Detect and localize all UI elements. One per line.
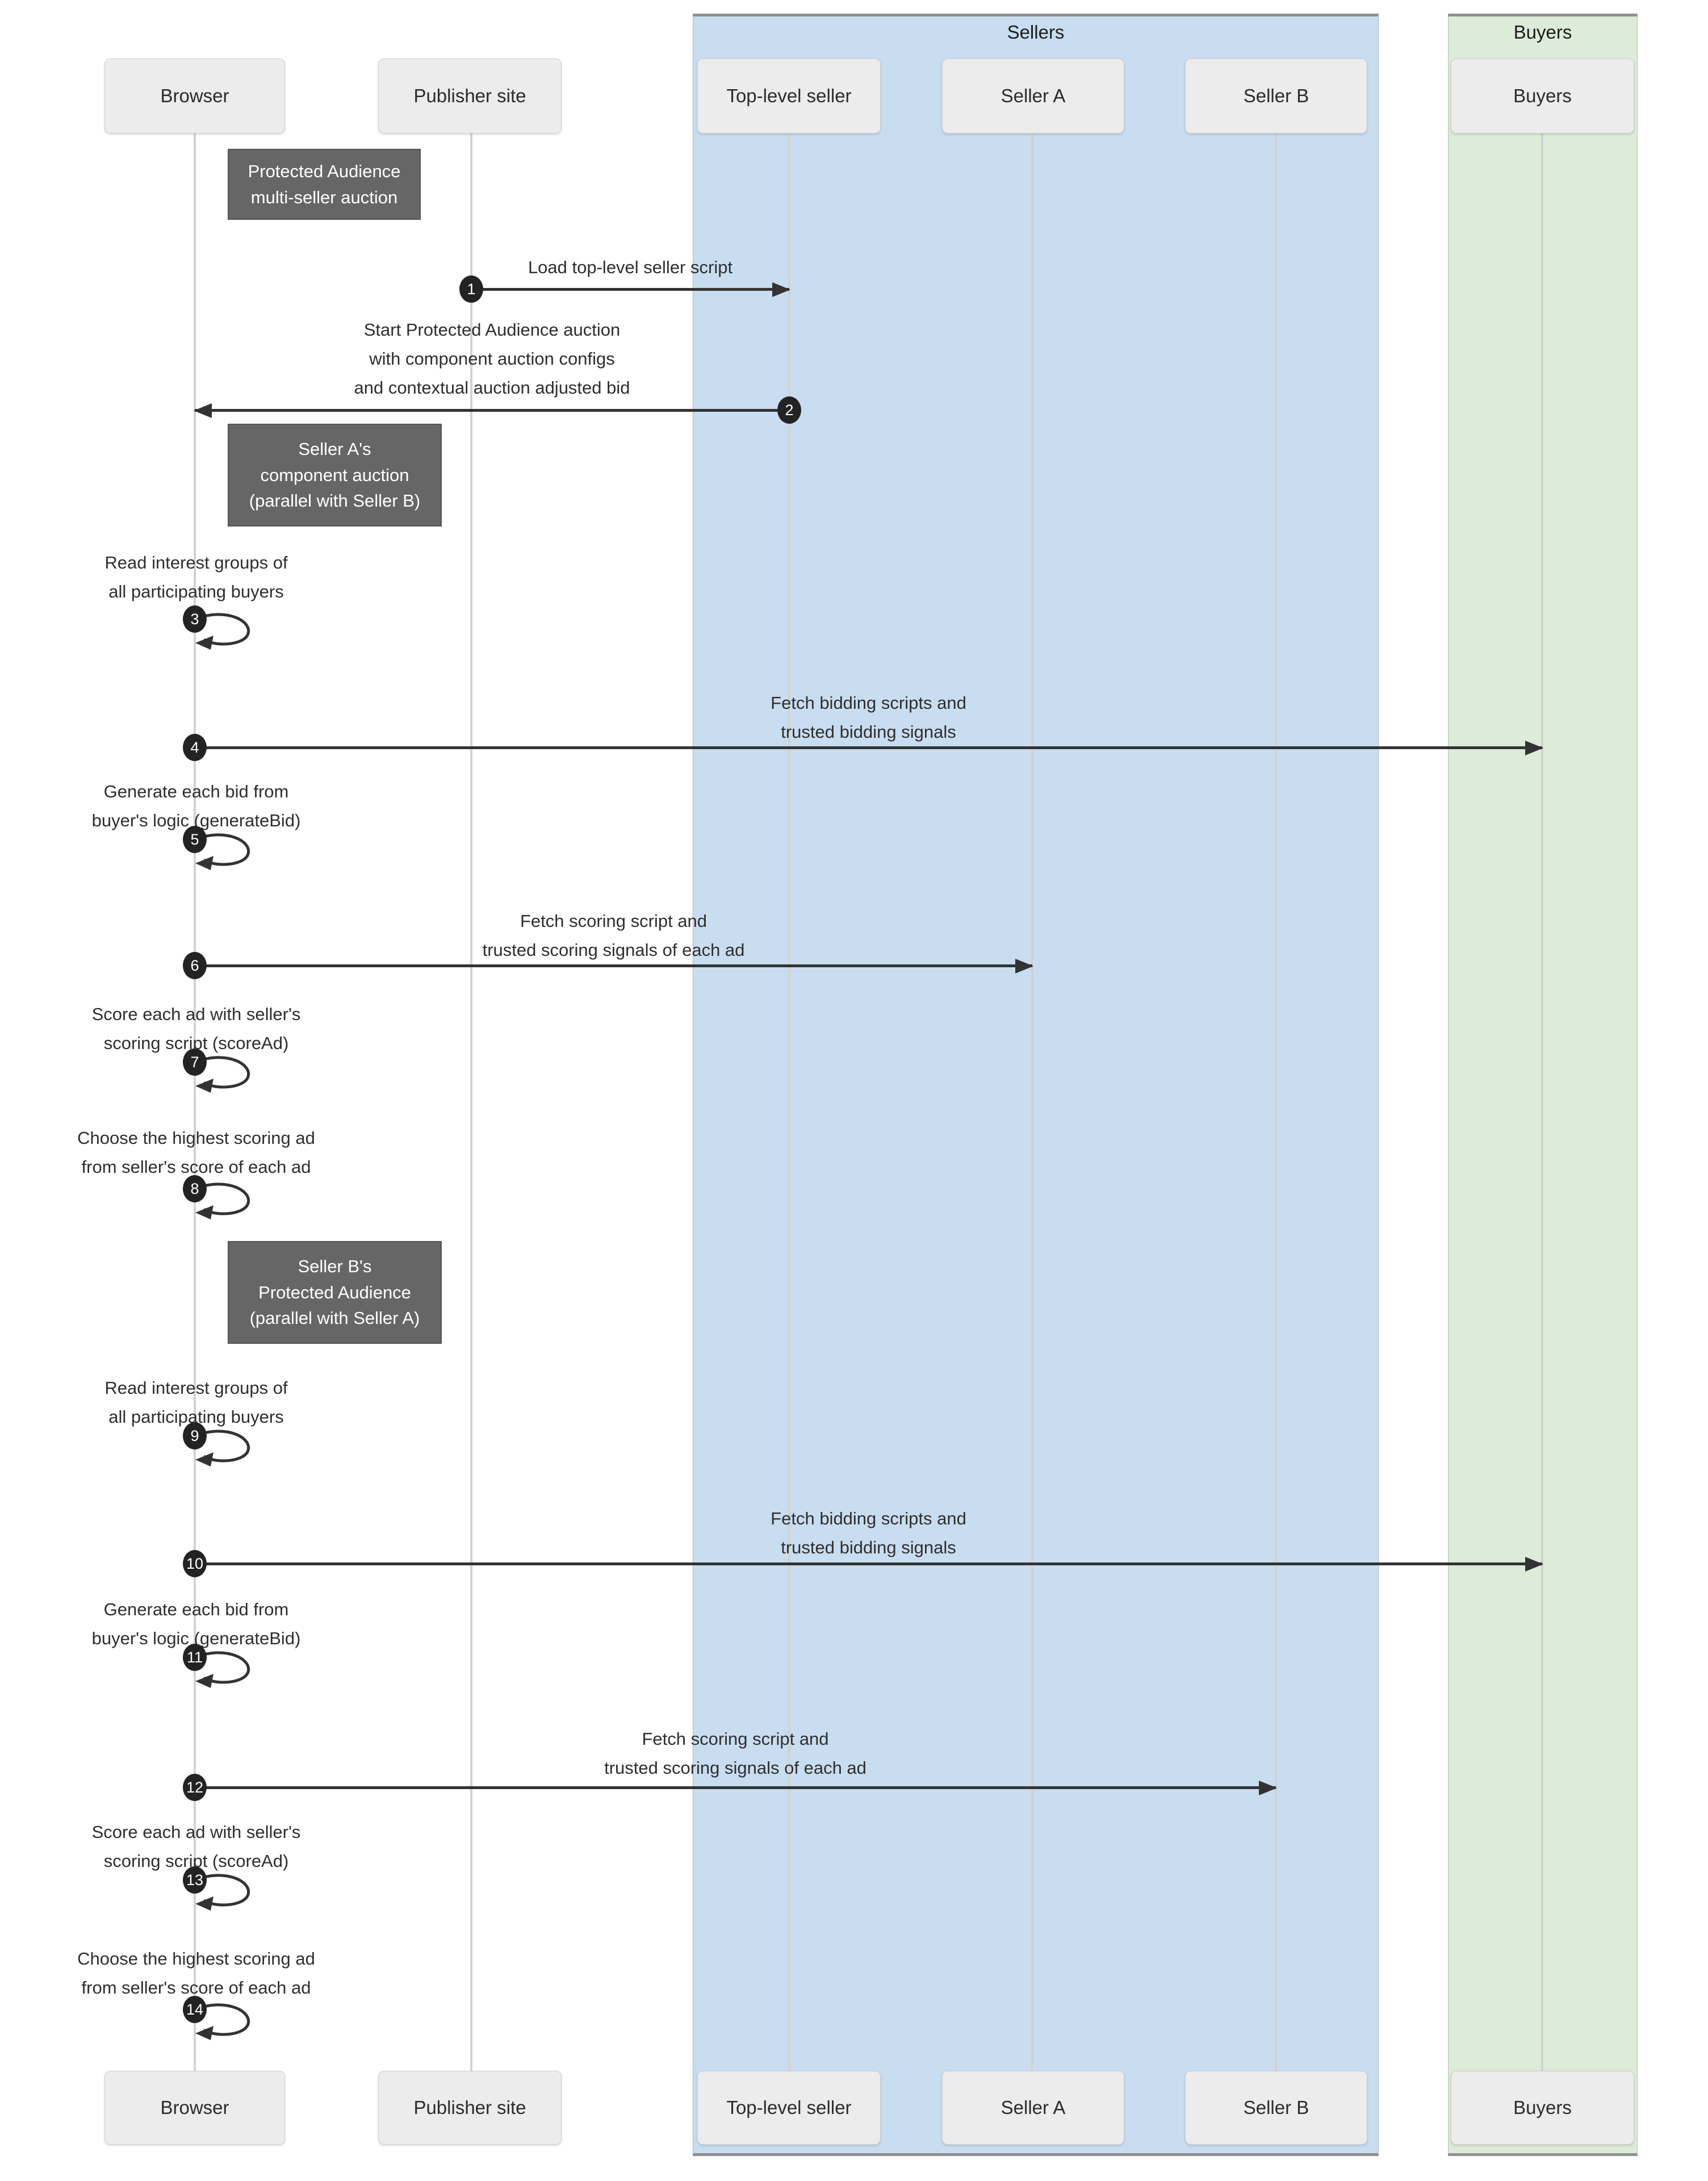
self-loop-9: [195, 1430, 250, 1466]
actor-top-level-seller-bottom: Top-level seller: [697, 2071, 881, 2145]
self-loop-7: [195, 1056, 250, 1093]
message-label-2: Start Protected Audience auction with co…: [354, 320, 630, 398]
message-number-14: 14: [183, 1996, 207, 2023]
actor-seller-b-bottom: Seller B: [1185, 2071, 1367, 2145]
actor-browser-bottom: Browser: [104, 2071, 285, 2145]
lifeline-top-level-seller: [788, 133, 790, 2071]
message-number-10: 10: [183, 1550, 207, 1577]
message-number-8: 8: [183, 1175, 207, 1202]
message-arrow-10: [195, 1562, 1542, 1565]
sellers-group-region: [693, 14, 1379, 2156]
message-label-6: Fetch scoring script and trusted scoring…: [482, 911, 745, 960]
self-loop-5: [195, 833, 250, 870]
note-seller-a-component-auction: Seller A's component auction (parallel w…: [228, 424, 442, 527]
message-label-11: Generate each bid from buyer's logic (ge…: [91, 1599, 301, 1649]
message-arrow-2: [195, 409, 789, 412]
message-arrow-6: [195, 964, 1032, 967]
sellers-group-label: Sellers: [1007, 22, 1065, 43]
message-number-12: 12: [183, 1774, 207, 1801]
actor-publisher-site-top: Publisher site: [378, 59, 562, 133]
self-loop-8: [195, 1183, 250, 1219]
lifeline-seller-b: [1275, 133, 1277, 2071]
actor-seller-a-bottom: Seller A: [942, 2071, 1124, 2145]
actor-browser-top: Browser: [104, 59, 285, 133]
message-number-6: 6: [183, 952, 207, 979]
message-label-3: Read interest groups of all participatin…: [104, 553, 288, 602]
message-label-12: Fetch scoring script and trusted scoring…: [604, 1729, 866, 1778]
note-seller-b-protected-audience: Seller B's Protected Audience (parallel …: [228, 1241, 442, 1344]
message-number-9: 9: [183, 1422, 207, 1449]
lifeline-seller-a: [1031, 133, 1033, 2071]
message-label-9: Read interest groups of all participatin…: [104, 1378, 288, 1427]
message-arrow-4: [195, 746, 1542, 749]
lifeline-buyers: [1541, 133, 1543, 2071]
message-number-11: 11: [183, 1644, 207, 1671]
message-number-5: 5: [183, 826, 207, 853]
self-loop-11: [195, 1651, 250, 1688]
message-label-8: Choose the highest scoring ad from selle…: [77, 1128, 315, 1177]
message-arrow-1: [471, 288, 789, 291]
self-loop-3: [195, 613, 250, 650]
message-label-1: Load top-level seller script: [528, 257, 733, 277]
message-number-13: 13: [183, 1866, 207, 1894]
message-arrow-12: [195, 1786, 1276, 1789]
actor-seller-b-top: Seller B: [1185, 59, 1367, 133]
actor-buyers-bottom: Buyers: [1451, 2071, 1634, 2145]
actor-seller-a-top: Seller A: [942, 59, 1124, 133]
message-number-7: 7: [183, 1048, 207, 1076]
message-label-5: Generate each bid from buyer's logic (ge…: [91, 782, 301, 831]
message-number-4: 4: [183, 734, 207, 761]
self-loop-13: [195, 1874, 250, 1911]
message-number-3: 3: [183, 605, 207, 633]
actor-buyers-top: Buyers: [1451, 59, 1634, 133]
note-multi-seller-auction: Protected Audience multi-seller auction: [228, 149, 421, 220]
message-number-1: 1: [459, 275, 483, 303]
actor-publisher-site-bottom: Publisher site: [378, 2071, 562, 2145]
actor-top-level-seller-top: Top-level seller: [697, 59, 881, 133]
self-loop-14: [195, 2003, 250, 2040]
message-label-4: Fetch bidding scripts and trusted biddin…: [771, 693, 966, 742]
lifeline-publisher-site: [470, 133, 472, 2071]
buyers-group-label: Buyers: [1513, 22, 1572, 43]
message-label-10: Fetch bidding scripts and trusted biddin…: [771, 1509, 966, 1558]
message-number-2: 2: [777, 396, 801, 424]
message-label-13: Score each ad with seller's scoring scri…: [91, 1822, 301, 1871]
message-label-14: Choose the highest scoring ad from selle…: [77, 1949, 315, 1998]
lifeline-browser: [194, 133, 196, 2071]
